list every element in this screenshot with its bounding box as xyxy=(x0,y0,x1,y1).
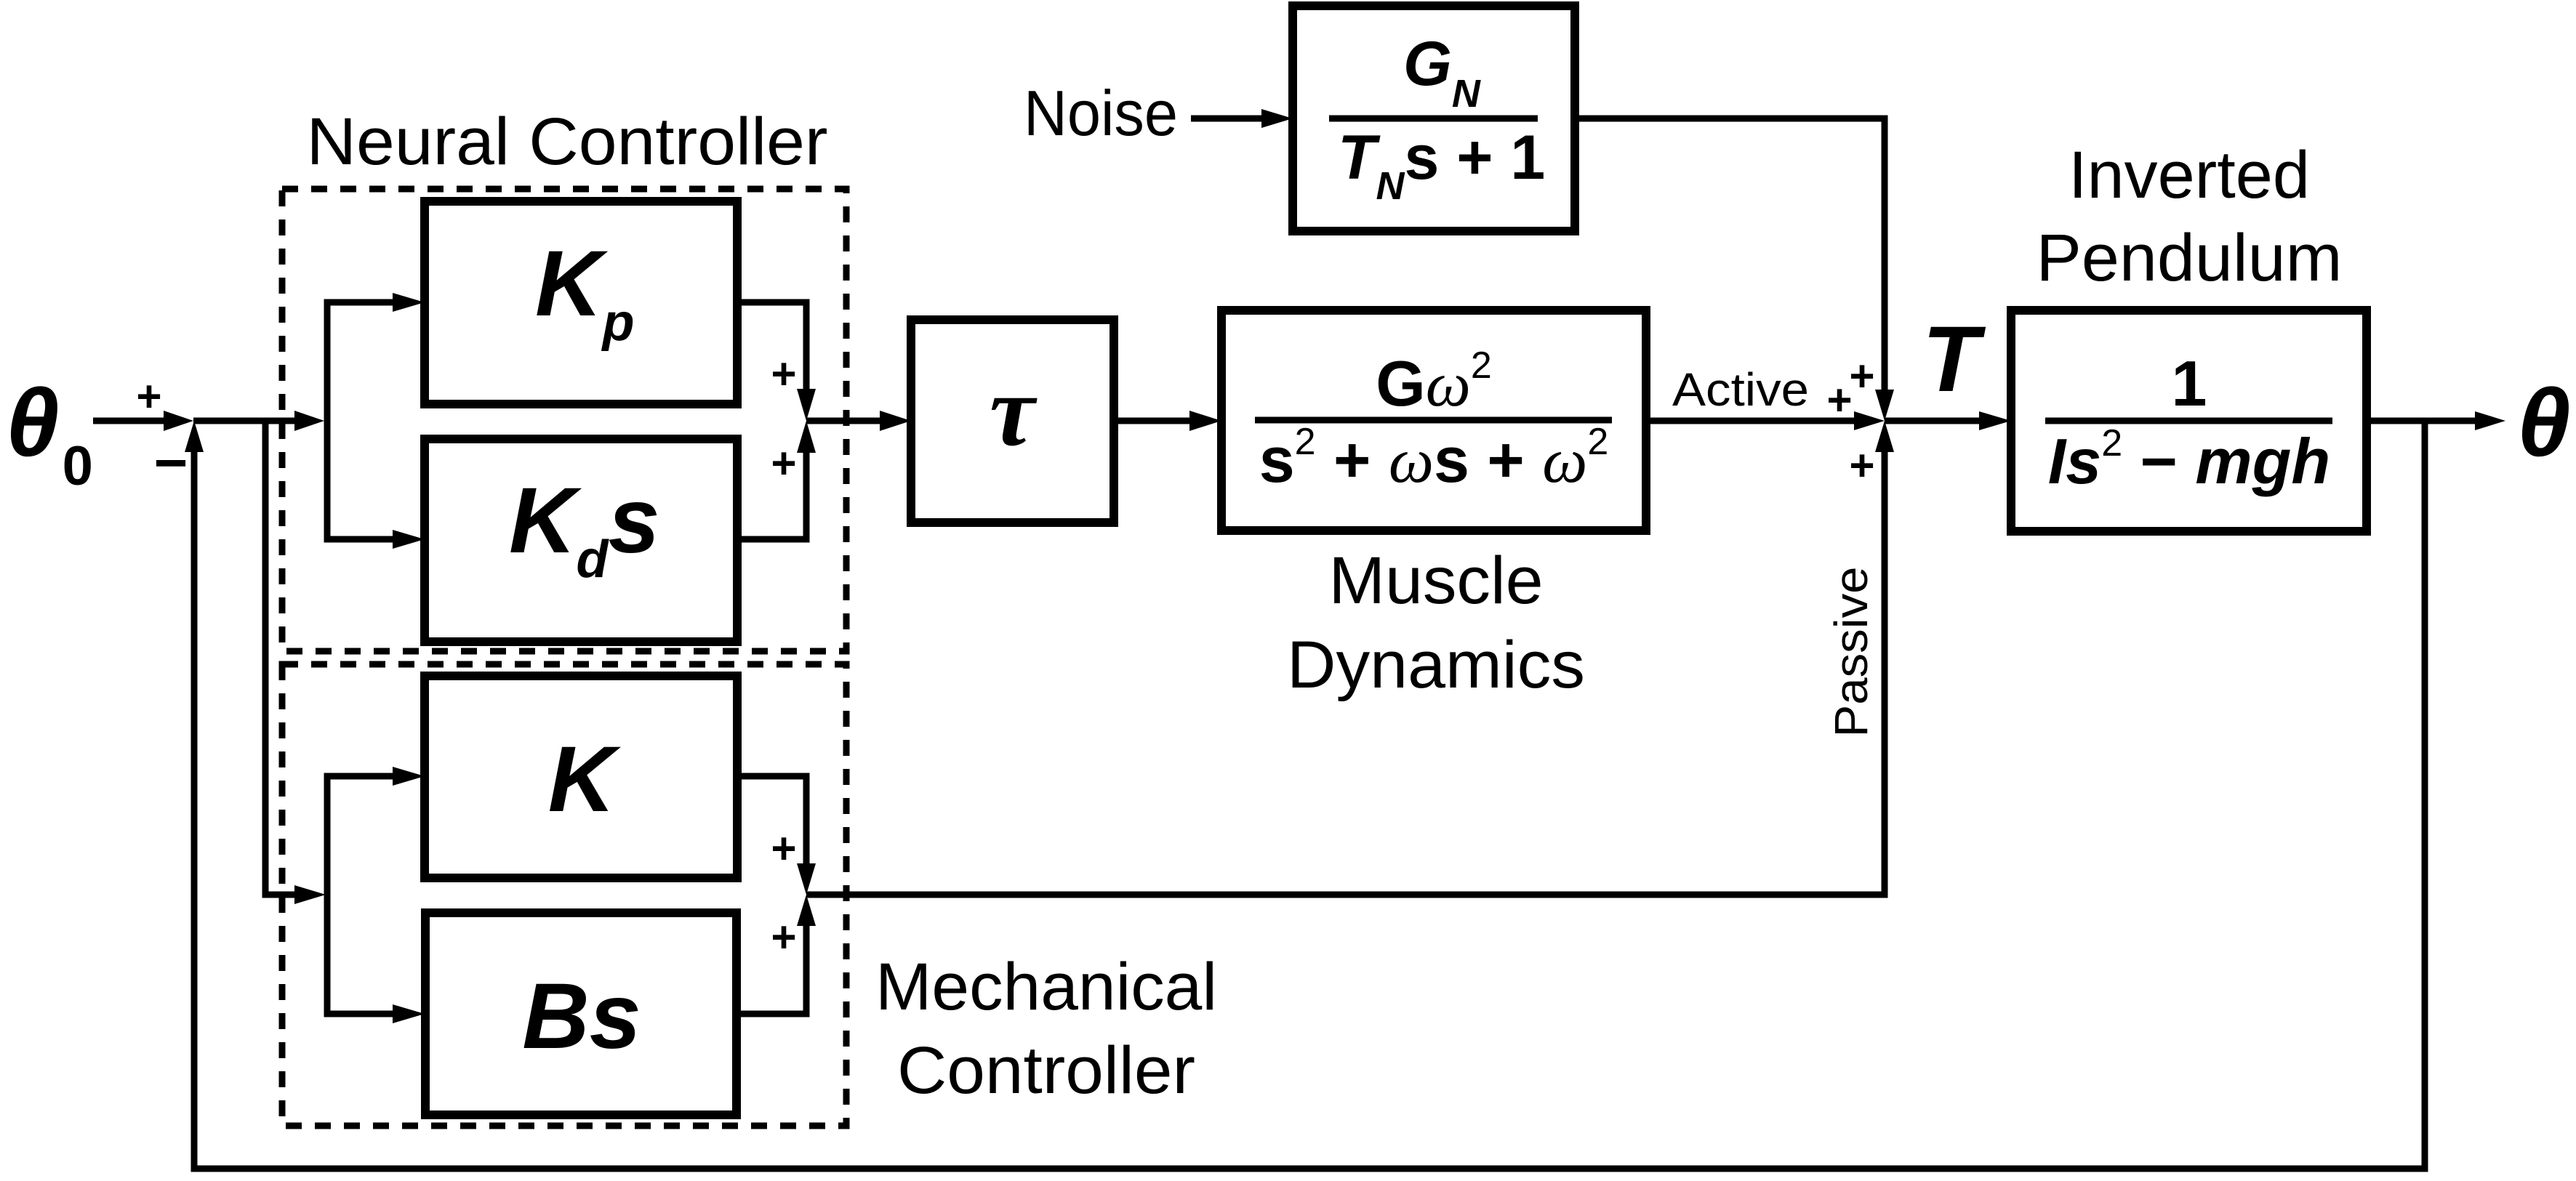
kp-input-arrowhead xyxy=(393,293,425,312)
bs-block[interactable] xyxy=(421,908,741,1119)
inverted-pendulum-title-line1: Inverted xyxy=(2069,138,2310,212)
neural-sum-plus-bottom: + xyxy=(771,439,796,488)
k-sum-arrowhead xyxy=(797,863,816,895)
kp-sum-arrowhead xyxy=(797,389,816,421)
den-inertia: I xyxy=(2048,425,2067,497)
torque-label: T xyxy=(1922,307,1986,411)
mechanical-split-wire xyxy=(324,773,407,1017)
pendulum-numerator: 1 xyxy=(2172,347,2207,419)
k-input-arrowhead xyxy=(393,767,425,786)
torque-sum-plus-left: + xyxy=(1826,376,1852,424)
muscle-omega: ω xyxy=(1426,350,1471,420)
kd-block[interactable] xyxy=(420,435,742,646)
bs-block-label: Bs xyxy=(522,964,641,1068)
k-block-label: K xyxy=(548,727,622,831)
mechanical-controller-title-line2: Controller xyxy=(897,1033,1195,1108)
mechanical-controller-title-line1: Mechanical xyxy=(875,950,1217,1024)
den-s: s xyxy=(2066,425,2101,497)
output-arrowhead xyxy=(2475,411,2505,430)
bs-sum-arrowhead xyxy=(797,895,816,926)
noise-sum-arrowhead xyxy=(1875,390,1894,421)
bs-output-wire xyxy=(737,923,810,1017)
den-omega1: ω xyxy=(1389,426,1434,496)
tau-block-label: τ xyxy=(990,355,1038,467)
den-s2: s xyxy=(1434,424,1469,496)
kd-output-wire xyxy=(737,451,810,543)
den-plus2: + xyxy=(1487,424,1524,496)
kp-subscript: p xyxy=(601,294,634,352)
noise-output-wire xyxy=(1575,115,1888,396)
passive-wire xyxy=(806,447,1888,898)
mechanical-branch-arrowhead xyxy=(294,885,326,904)
tau-block[interactable] xyxy=(907,315,1118,527)
noise-gain-main: G xyxy=(1403,29,1452,99)
mechanical-sum-plus-top: + xyxy=(771,824,796,873)
noise-time-constant-main: T xyxy=(1338,123,1381,193)
muscle-denominator: s2 + ωs + ω2 xyxy=(1259,421,1609,496)
noise-input-arrowhead xyxy=(1261,109,1293,128)
muscle-dynamics-title-line1: Muscle xyxy=(1329,544,1544,618)
torque-sum-plus-top: + xyxy=(1849,352,1874,400)
output-theta-label: θ xyxy=(2517,369,2571,476)
kd-sum-arrowhead xyxy=(797,421,816,453)
muscle-numerator-exp: 2 xyxy=(1471,344,1492,387)
den-omega2: ω xyxy=(1542,426,1587,496)
main-junction-plus-sign: + xyxy=(136,372,161,421)
mechanical-sum-plus-bottom: + xyxy=(771,913,796,962)
den-plus1: + xyxy=(1333,424,1371,496)
active-label: Active xyxy=(1672,363,1809,416)
input-theta0-label: θ0 xyxy=(6,369,93,497)
active-arrowhead xyxy=(1854,411,1885,430)
torque-sum-plus-bottom: + xyxy=(1849,441,1874,490)
noise-numerator: GN xyxy=(1403,29,1481,116)
den-minus: − xyxy=(2140,425,2178,497)
muscle-dynamics-title-line2: Dynamics xyxy=(1287,628,1585,702)
noise-denominator-rest: s + 1 xyxy=(1405,123,1546,193)
tau-input-arrowhead xyxy=(880,411,911,431)
noise-time-constant-subscript: N xyxy=(1376,164,1405,208)
passive-label: Passive xyxy=(1825,567,1877,738)
kp-main: K xyxy=(535,232,609,336)
main-junction-minus-sign: − xyxy=(154,430,188,495)
input-arrowhead xyxy=(164,411,193,431)
kp-block-label: Kp xyxy=(535,232,634,352)
kd-subscript: d xyxy=(576,531,609,589)
noise-gain-subscript: N xyxy=(1452,72,1481,116)
error-arrowhead xyxy=(294,411,324,431)
feedback-arrowhead xyxy=(185,421,204,452)
k-output-wire xyxy=(737,773,810,868)
neural-controller-title: Neural Controller xyxy=(307,105,828,179)
muscle-input-arrowhead xyxy=(1189,411,1221,431)
passive-arrowhead xyxy=(1875,421,1894,452)
kp-output-wire xyxy=(737,299,810,392)
inverted-pendulum-title-line2: Pendulum xyxy=(2037,221,2343,295)
bs-input-arrowhead xyxy=(393,1004,425,1023)
theta-subscript: 0 xyxy=(63,435,93,497)
k-block[interactable] xyxy=(420,672,742,882)
den-exp1: 2 xyxy=(1295,421,1316,463)
kd-input-arrowhead xyxy=(393,530,425,549)
muscle-numerator: Gω2 xyxy=(1376,344,1492,420)
neural-split-wire xyxy=(324,299,407,543)
kd-block-label: Kds xyxy=(509,469,660,589)
den-s: s xyxy=(1259,424,1295,496)
neural-sum-plus-top: + xyxy=(771,350,796,398)
noise-denominator: TNs + 1 xyxy=(1338,123,1545,208)
kp-block[interactable] xyxy=(420,197,742,408)
mechanical-branch-wire xyxy=(262,421,309,898)
theta-symbol: θ xyxy=(6,369,60,476)
pendulum-input-arrowhead xyxy=(1979,411,2011,430)
muscle-gain: G xyxy=(1376,347,1425,419)
pendulum-denominator: Is2 − mgh xyxy=(2048,422,2330,497)
kd-suffix: s xyxy=(608,469,659,573)
feedback-wire xyxy=(190,421,2428,1172)
noise-input-label: Noise xyxy=(1024,77,1178,149)
den-exp2: 2 xyxy=(1587,421,1608,463)
den-exp: 2 xyxy=(2101,422,2122,464)
den-mgh: mgh xyxy=(2195,425,2330,497)
kd-main: K xyxy=(509,469,582,573)
